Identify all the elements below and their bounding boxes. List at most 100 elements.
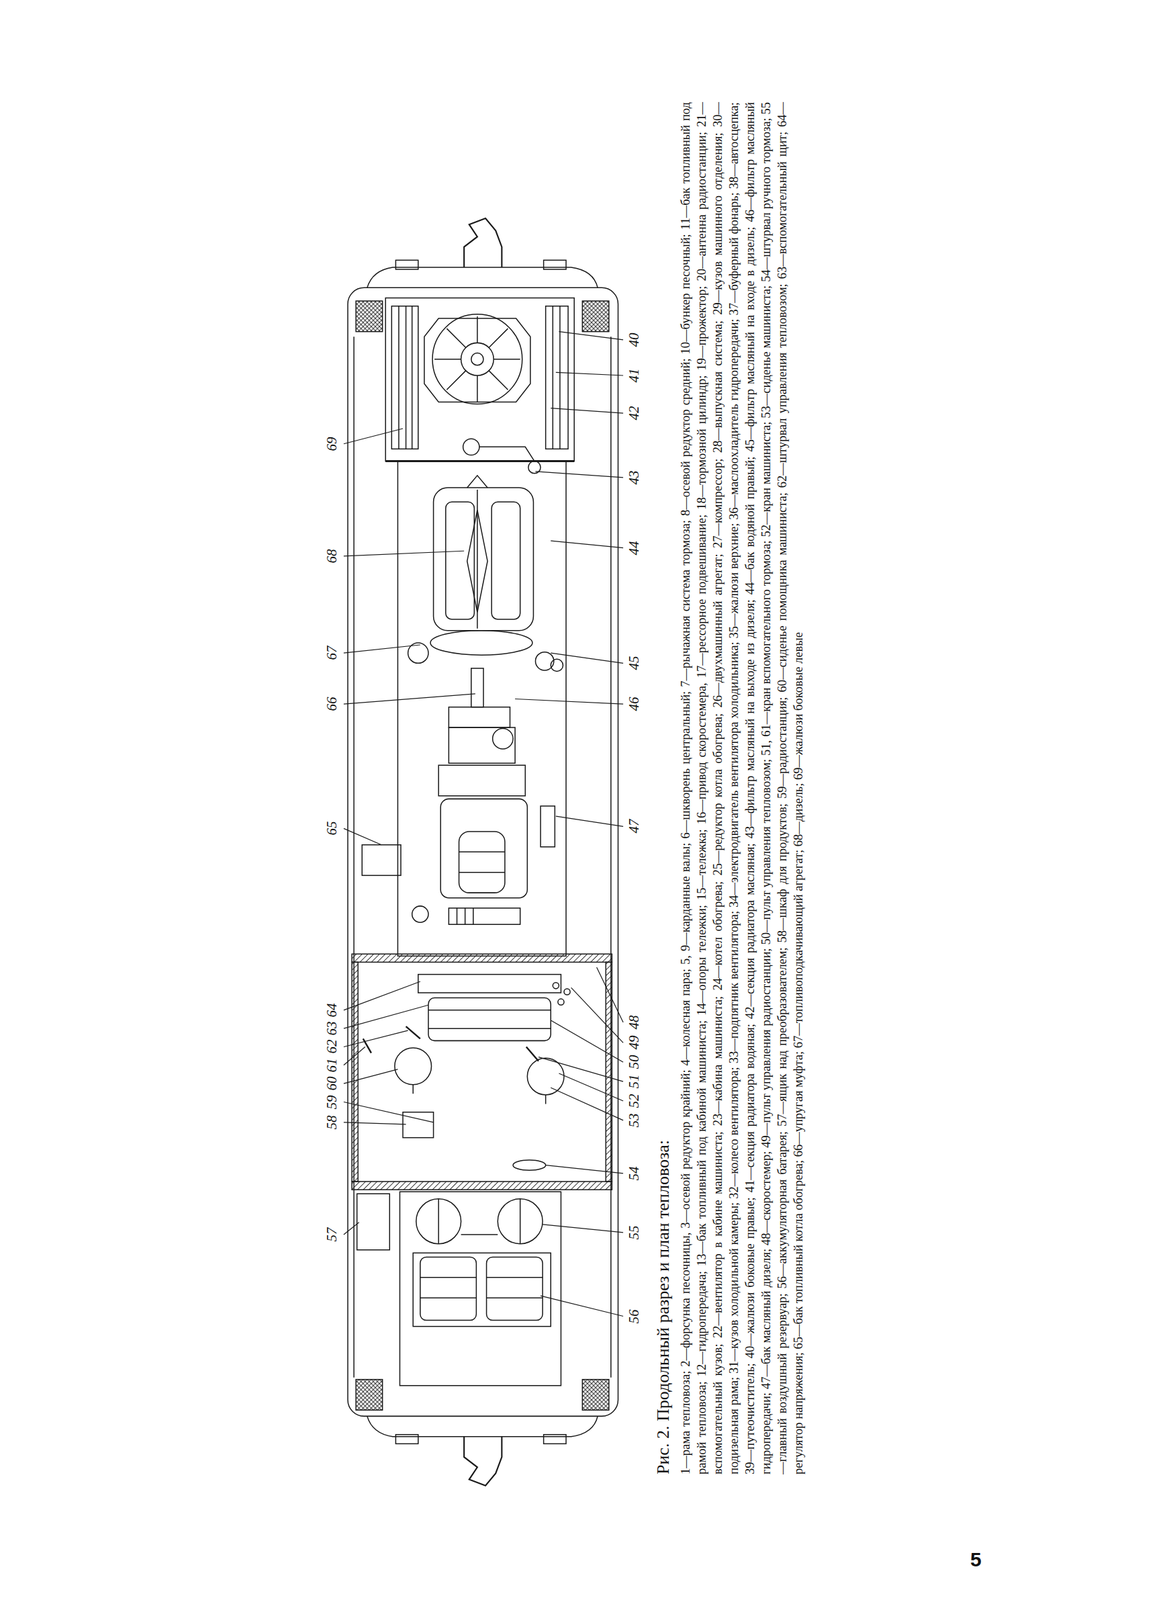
leader-line <box>540 1295 624 1316</box>
leader-line <box>343 428 403 444</box>
cooling-compartment-part <box>545 306 569 450</box>
engine-compartment-part <box>491 501 521 620</box>
callout-number: 43 <box>626 468 642 486</box>
cooling-compartment-part <box>432 314 523 405</box>
cooling-compartment-part <box>391 306 418 450</box>
auxiliary-compartment-part <box>420 1256 477 1320</box>
leader-line <box>550 652 624 663</box>
locomotive-plan <box>343 218 624 1486</box>
engine-compartment <box>361 461 567 957</box>
cab-part <box>557 998 565 1005</box>
callout-number: 46 <box>626 695 642 713</box>
engine-compartment-part <box>397 461 567 957</box>
callout-number: 56 <box>626 1307 642 1325</box>
leader-line <box>571 987 624 1043</box>
callout-number: 62 <box>324 1038 341 1055</box>
leader-line <box>542 1224 624 1233</box>
caption-block: Рис. 2. Продольный разрез и план теплово… <box>652 102 807 1474</box>
body-outline-part <box>347 287 619 1416</box>
cooling-compartment-part <box>471 353 484 366</box>
figure-caption: 1—рама тепловоза; 2—форсунка песочницы, … <box>677 102 807 1474</box>
auxiliary-compartment-part <box>486 1296 544 1298</box>
leader-line <box>550 408 624 414</box>
engine-compartment-part <box>361 844 401 876</box>
cab-part <box>428 1027 551 1029</box>
leader-line <box>558 331 624 340</box>
callout-number: 63 <box>324 1019 341 1037</box>
engine-compartment-part <box>471 668 484 708</box>
auxiliary-compartment-part <box>486 1276 544 1278</box>
figure-title: Рис. 2. Продольный разрез и план теплово… <box>652 102 675 1474</box>
cooling-compartment-part <box>463 438 480 455</box>
leader-line <box>343 550 464 556</box>
engine-compartment-part <box>456 907 458 924</box>
callout-number: 42 <box>626 404 642 422</box>
engine-compartment-part <box>448 907 520 924</box>
engine-compartment-part <box>492 728 513 749</box>
cab-part <box>526 1046 539 1061</box>
cab-part <box>418 974 562 993</box>
cooling-compartment-part <box>385 298 575 462</box>
body-outline <box>347 259 619 1443</box>
cab-part <box>406 1025 421 1039</box>
callout-number: 66 <box>324 695 341 713</box>
cooling-compartment-part <box>398 306 400 450</box>
engine-compartment-part <box>448 727 515 763</box>
leader-line <box>343 1068 399 1084</box>
auxiliary-compartment-part <box>399 1191 561 1386</box>
engine-compartment-part <box>476 489 479 629</box>
cab-part <box>351 953 612 962</box>
body-outline-part <box>395 259 418 270</box>
body-outline-part <box>543 259 567 270</box>
engine-compartment-part <box>438 764 526 796</box>
couplers-part <box>463 1436 502 1486</box>
callout-number: 55 <box>626 1223 642 1241</box>
auxiliary-compartment-part <box>486 1256 544 1320</box>
body-outline-part <box>543 1434 567 1444</box>
engine-compartment-part <box>467 475 488 488</box>
cab-part <box>552 982 559 989</box>
cooling-compartment-part <box>411 306 413 450</box>
engine-compartment-part <box>459 831 505 893</box>
leader-line <box>343 827 382 845</box>
callout-number: 54 <box>626 1164 642 1182</box>
cab-part <box>351 961 358 1182</box>
auxiliary-compartment-part <box>461 1233 499 1235</box>
callout-number: 49 <box>626 1034 642 1051</box>
auxiliary-compartment-part <box>497 1198 543 1244</box>
leader-line <box>550 540 624 548</box>
callout-number: 53 <box>626 1111 642 1129</box>
leader-line <box>343 693 476 704</box>
leader-line <box>343 1101 434 1122</box>
engine-compartment-part <box>445 501 475 620</box>
leader-line <box>558 1072 624 1101</box>
cooling-compartment <box>385 298 575 474</box>
callout-number: 47 <box>626 817 642 835</box>
engine-compartment-part <box>448 707 510 728</box>
leader-line <box>514 698 624 705</box>
leader-line <box>555 371 624 376</box>
callout-number: 48 <box>626 1013 642 1031</box>
leader-line <box>550 1019 624 1062</box>
leader-line <box>555 815 624 826</box>
corner-pads-part <box>355 1379 383 1411</box>
callout-number: 59 <box>324 1093 341 1110</box>
cab-part <box>402 1111 434 1138</box>
callout-number: 40 <box>626 331 642 348</box>
auxiliary-compartment-part <box>416 1198 462 1244</box>
engine-compartment-part <box>459 851 505 853</box>
body-outline-part <box>610 336 612 1377</box>
page-number: 5 <box>970 1547 982 1571</box>
callout-number: 57 <box>324 1225 341 1243</box>
body-outline-part <box>367 267 598 288</box>
couplers-part <box>463 218 502 268</box>
cab-part <box>428 1009 551 1011</box>
body-outline-part <box>367 1415 598 1436</box>
leader-line <box>343 1222 360 1235</box>
callout-number: 67 <box>324 644 341 662</box>
engine-compartment-part <box>412 905 429 922</box>
engine-compartment-part <box>540 805 555 847</box>
callout-number: 68 <box>324 547 341 565</box>
engine-compartment-part <box>550 658 563 671</box>
